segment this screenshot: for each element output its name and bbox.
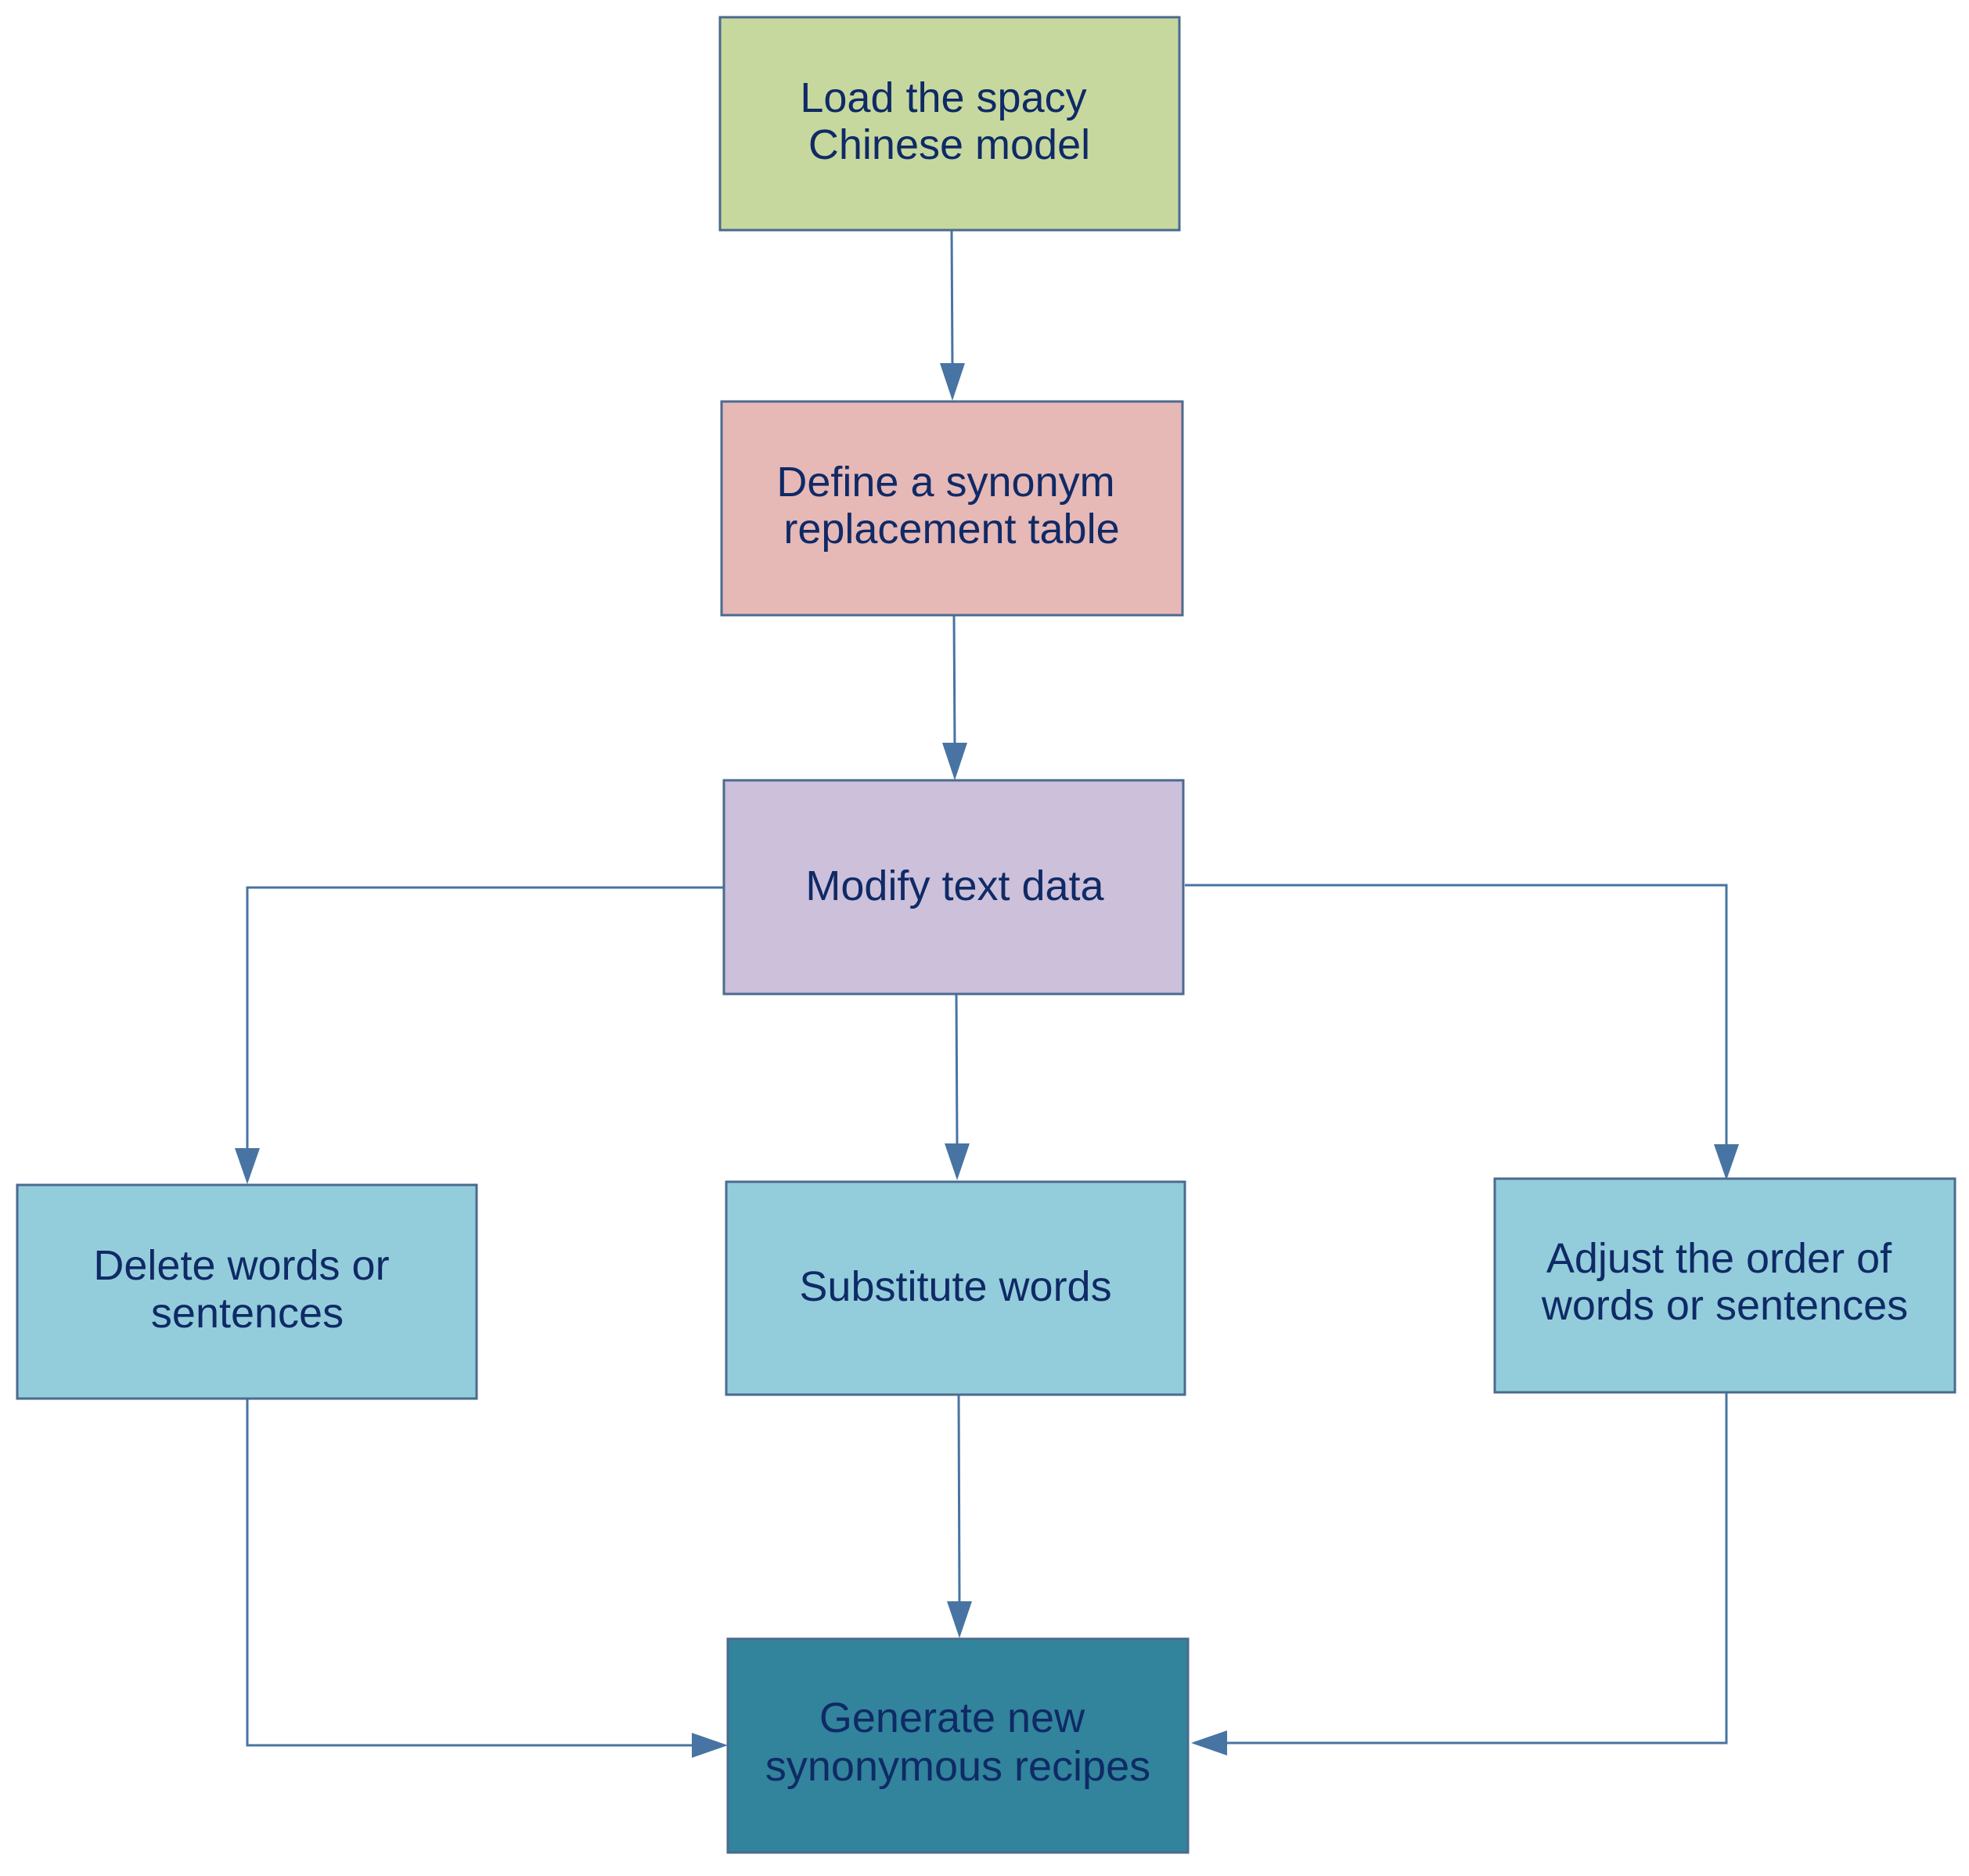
edge-define-to-modify bbox=[952, 614, 956, 748]
arrowhead-modify-to-adjust bbox=[1714, 1144, 1739, 1180]
edges bbox=[235, 228, 1739, 1758]
edge-modify-to-delete bbox=[246, 886, 725, 1151]
edge-adjust-to-generate bbox=[1224, 1392, 1728, 1745]
node-delete-words-line-2: sentences bbox=[151, 1290, 344, 1337]
node-generate-recipes-box bbox=[726, 1637, 1190, 1854]
arrowhead-modify-to-delete bbox=[235, 1148, 260, 1184]
node-load-model-line-2: Chinese model bbox=[808, 121, 1090, 168]
node-generate-recipes-line-1: Generate new bbox=[819, 1694, 1085, 1741]
node-define-table-line-2: replacement table bbox=[783, 506, 1119, 553]
node-load-model: Load the spacy Chinese model bbox=[718, 16, 1181, 232]
node-delete-words: Delete words or sentences bbox=[16, 1183, 478, 1400]
edge-delete-to-generate bbox=[246, 1399, 695, 1747]
node-substitute-words: Substitute words bbox=[725, 1180, 1186, 1396]
node-modify-text: Modify text data bbox=[722, 779, 1185, 996]
node-generate-recipes-line-2: synonymous recipes bbox=[765, 1743, 1150, 1790]
node-generate-recipes: Generate new synonymous recipes bbox=[726, 1637, 1190, 1854]
node-generate-recipes-label: Generate new synonymous recipes bbox=[765, 1694, 1150, 1790]
node-adjust-order-box bbox=[1493, 1177, 1956, 1394]
arrowhead-define-to-modify bbox=[942, 743, 967, 780]
arrowhead-load-to-define bbox=[940, 363, 965, 401]
node-adjust-order: Adjust the order of words or sentences bbox=[1493, 1177, 1956, 1394]
node-adjust-order-label: Adjust the order of words or sentences bbox=[1541, 1235, 1908, 1329]
node-define-table-box bbox=[720, 400, 1184, 617]
arrowhead-delete-to-generate bbox=[692, 1733, 728, 1758]
node-modify-text-label: Modify text data bbox=[805, 862, 1104, 909]
node-load-model-label: Load the spacy Chinese model bbox=[800, 74, 1098, 168]
node-load-model-box bbox=[718, 16, 1181, 232]
node-modify-text-box bbox=[722, 779, 1185, 996]
arrowhead-modify-to-substitute bbox=[945, 1143, 970, 1180]
node-modify-text-line-1: Modify text data bbox=[805, 862, 1104, 909]
edge-modify-to-substitute bbox=[955, 993, 959, 1147]
arrowhead-substitute-to-generate bbox=[947, 1601, 972, 1638]
node-delete-words-line-1: Delete words or bbox=[93, 1242, 389, 1289]
node-substitute-words-box bbox=[725, 1180, 1186, 1396]
node-adjust-order-line-1: Adjust the order of bbox=[1546, 1235, 1892, 1282]
node-define-table-line-1: Define a synonym bbox=[776, 459, 1114, 506]
edge-modify-to-adjust bbox=[1185, 884, 1728, 1147]
node-delete-words-box bbox=[16, 1183, 478, 1400]
node-adjust-order-line-2: words or sentences bbox=[1541, 1282, 1908, 1329]
node-substitute-words-line-1: Substitute words bbox=[799, 1263, 1111, 1310]
node-define-table: Define a synonym replacement table bbox=[720, 400, 1184, 617]
node-delete-words-label: Delete words or sentences bbox=[93, 1242, 401, 1337]
node-define-table-label: Define a synonym replacement table bbox=[776, 459, 1126, 553]
arrowhead-adjust-to-generate bbox=[1191, 1730, 1227, 1755]
node-substitute-words-label: Substitute words bbox=[799, 1263, 1111, 1310]
node-load-model-line-1: Load the spacy bbox=[800, 74, 1086, 121]
